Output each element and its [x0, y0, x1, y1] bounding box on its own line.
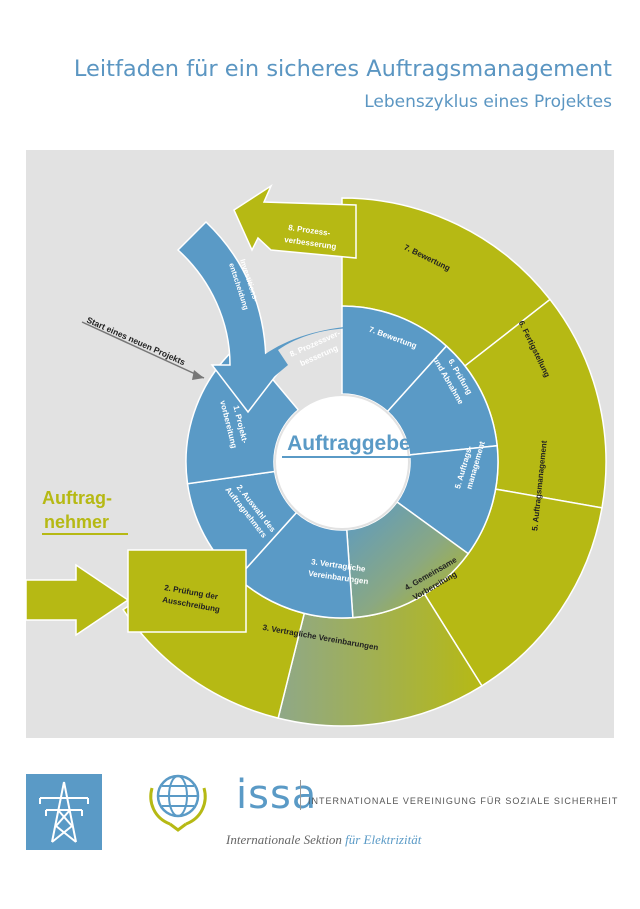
side-label-line1: Auftrag- — [42, 488, 112, 508]
globe-icon — [149, 774, 207, 832]
outer-tail-left — [127, 549, 247, 633]
lifecycle-diagram-panel: Auftraggeber Auftrag- nehmer Start eines… — [26, 150, 614, 738]
org-name: INTERNATIONALE VEREINIGUNG FÜR SOZIALE S… — [308, 796, 619, 806]
center-label: Auftraggeber — [287, 432, 419, 455]
power-pylon-icon — [39, 781, 89, 843]
investment-decision-arrow — [176, 220, 286, 414]
pylon-tile — [26, 774, 102, 850]
side-label-line2: nehmer — [44, 512, 109, 532]
section-name: Internationale Sektion für Elektrizität — [226, 832, 421, 848]
side-label-underline — [42, 533, 128, 535]
contractor-entry-arrow — [26, 563, 130, 637]
page-title: Leitfaden für ein sicheres Auftragsmanag… — [73, 56, 612, 82]
section-highlight: für Elektrizität — [345, 832, 422, 847]
start-label: Start eines neuen Projekts — [85, 315, 187, 368]
issa-logo — [140, 768, 232, 839]
center-hole-inner — [276, 396, 408, 528]
inner-ring — [185, 305, 499, 619]
issa-brand: issa — [236, 772, 318, 818]
inner-improvement-arrow — [252, 326, 366, 390]
start-arrow — [81, 321, 205, 379]
page-subtitle: Lebenszyklus eines Projektes — [364, 92, 612, 112]
center-label-underline — [282, 456, 426, 458]
lifecycle-diagram: Auftraggeber Auftrag- nehmer Start eines… — [26, 184, 607, 727]
start-arrow-head — [192, 370, 204, 380]
section-prefix: Internationale Sektion — [226, 832, 346, 847]
brand-separator — [300, 780, 301, 810]
process-improvement-arrow — [233, 184, 357, 259]
